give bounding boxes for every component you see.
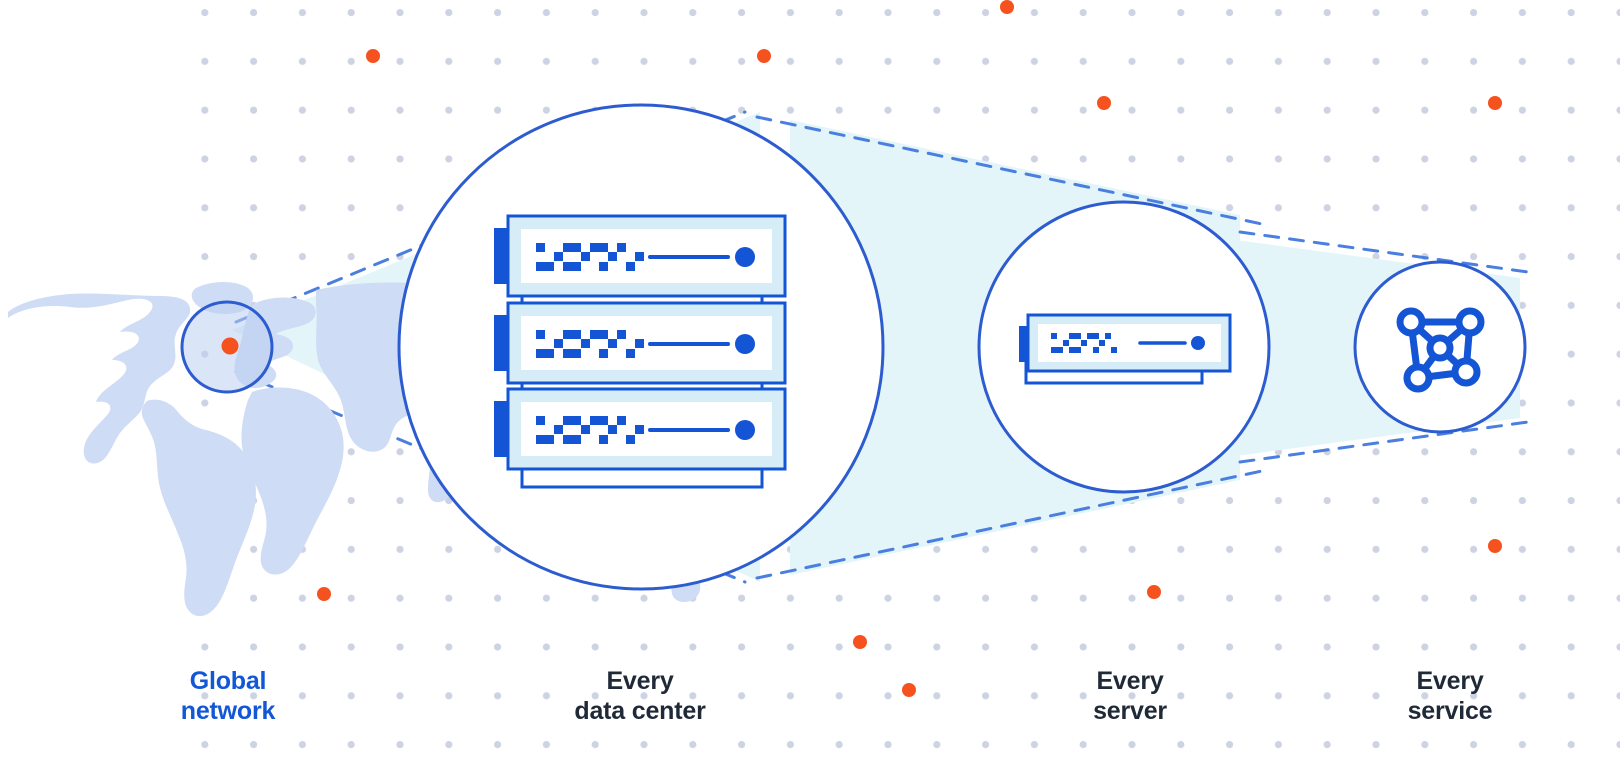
- service-circle[interactable]: [1353, 260, 1527, 434]
- server-circle[interactable]: [977, 200, 1271, 494]
- guide-line-bottom-2: [755, 469, 1264, 580]
- network-node-rings: [1396, 307, 1485, 393]
- rack-unit-2[interactable]: [494, 301, 787, 385]
- label-every-service: Every service: [1407, 667, 1493, 725]
- location-marker-dot[interactable]: [221, 337, 239, 355]
- server-rack-icon: [494, 214, 787, 489]
- global-network-focus-circle[interactable]: [180, 300, 274, 394]
- unit-1-led-matrix: [536, 243, 644, 271]
- server-status-dot: [1191, 336, 1205, 350]
- label-global-network: Global network: [180, 667, 276, 725]
- label-every-data-center: Every data center: [574, 667, 706, 725]
- unit-3-led-matrix: [536, 416, 644, 444]
- network-nodes-icon[interactable]: [1396, 307, 1485, 393]
- data-center-circle[interactable]: [397, 103, 885, 591]
- rack-unit-1[interactable]: [494, 214, 787, 298]
- single-server-icon[interactable]: [1019, 313, 1232, 385]
- unit-2-led-matrix: [536, 330, 644, 358]
- unit-3-status-dot: [735, 420, 755, 440]
- unit-2-status-dot: [735, 334, 755, 354]
- rack-unit-3[interactable]: [494, 387, 787, 471]
- label-every-server: Every server: [1093, 667, 1167, 725]
- accent-dots: [317, 0, 1502, 697]
- server-led-matrix: [1051, 333, 1117, 353]
- unit-1-status-dot: [735, 247, 755, 267]
- guide-line-top-2: [755, 115, 1264, 226]
